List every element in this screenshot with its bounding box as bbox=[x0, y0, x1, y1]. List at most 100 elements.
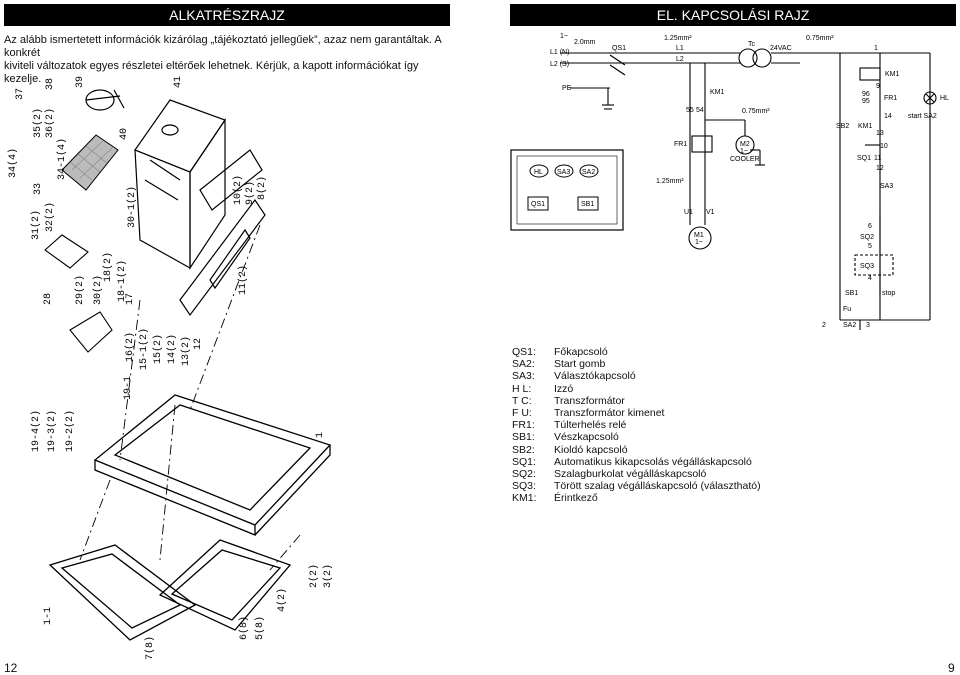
schematic-label: 13 bbox=[876, 130, 884, 137]
part-label: 14(2) bbox=[166, 334, 178, 364]
schematic-label: 54 bbox=[696, 107, 704, 114]
part-label: 41 bbox=[173, 76, 184, 88]
schematic-label: 1.25mm² bbox=[664, 35, 692, 42]
panel-sa2-label: SA2 bbox=[582, 169, 595, 176]
parts-drawing-header: ALKATRÉSZRAJZ bbox=[4, 4, 450, 26]
part-label: 29(2) bbox=[74, 275, 86, 305]
schematic-label: QS1 bbox=[612, 45, 626, 52]
legend-row: KM1:Érintkező bbox=[512, 492, 761, 504]
schematic-label: KM1 bbox=[858, 123, 873, 130]
schematic-label: 24VAC bbox=[770, 45, 792, 52]
legend-row: SQ3:Törött szalag végálláskapcsoló (vála… bbox=[512, 480, 761, 492]
panel-hl-label: HL bbox=[534, 169, 543, 176]
part-label: 15-1(2) bbox=[138, 328, 150, 370]
schematic-label: start SA2 bbox=[908, 113, 937, 120]
part-label: 39 bbox=[75, 76, 86, 88]
schematic-label: 10 bbox=[880, 143, 888, 150]
schematic-label: L2 (S) bbox=[550, 61, 569, 68]
legend-code: SA2: bbox=[512, 358, 535, 371]
schematic-label: 14 bbox=[884, 113, 892, 120]
schematic-label: M2 bbox=[740, 141, 750, 148]
part-label: 38 bbox=[45, 78, 56, 90]
part-label: 1-1 bbox=[43, 607, 54, 625]
part-label: 11(2) bbox=[237, 265, 249, 295]
part-label: 3(2) bbox=[322, 564, 334, 588]
schematic-label: Fu bbox=[843, 306, 851, 313]
part-label: 15(2) bbox=[152, 334, 164, 364]
part-label: 19-1 bbox=[123, 376, 134, 400]
legend-desc: Start gomb bbox=[554, 358, 606, 371]
part-label: 4(2) bbox=[276, 588, 288, 612]
part-label: 1 bbox=[315, 432, 326, 438]
part-label: 34(4) bbox=[7, 148, 19, 178]
legend-code: F U: bbox=[512, 407, 532, 420]
legend-row: SB2:Kioldó kapcsoló bbox=[512, 444, 761, 456]
schematic-label: 9 bbox=[876, 83, 880, 90]
schematic-label: L2 bbox=[676, 56, 684, 63]
schematic-label: 2 bbox=[822, 322, 826, 329]
legend-code: SQ1: bbox=[512, 455, 536, 468]
schematic-label: KM1 bbox=[710, 89, 725, 96]
schematic-label: FR1 bbox=[884, 95, 897, 102]
part-label: 16(2) bbox=[124, 332, 136, 362]
component-legend: QS1:Főkapcsoló SA2:Start gomb SA3:Válasz… bbox=[512, 346, 761, 505]
intro-text: Az alább ismertetett információk kizáról… bbox=[4, 34, 454, 86]
schematic-label: 1.25mm² bbox=[656, 178, 684, 185]
part-label: 35(2) bbox=[32, 108, 44, 138]
part-label: 40 bbox=[119, 128, 130, 140]
part-labels: 37 38 39 41 35(2) 36(2) 34(4) 33 34-1(4)… bbox=[7, 76, 334, 660]
legend-desc: Transzformátor bbox=[554, 394, 625, 407]
schematic-label: PE bbox=[562, 85, 572, 92]
part-label: 17 bbox=[125, 293, 136, 305]
legend-desc: Izzó bbox=[554, 382, 574, 395]
legend-desc: Túlterhelés relé bbox=[554, 419, 627, 432]
part-label: 34-1(4) bbox=[56, 138, 68, 180]
legend-row: FR1:Túlterhelés relé bbox=[512, 419, 761, 431]
part-label: 37 bbox=[15, 88, 26, 100]
schematic-label: 11 bbox=[874, 155, 881, 162]
legend-row: F U: Transzformátor kimenet bbox=[512, 407, 761, 419]
legend-desc: Transzformátor kimenet bbox=[554, 407, 665, 420]
legend-desc: Szalagburkolat végálláskapcsoló bbox=[554, 468, 707, 481]
schematic-label: SB1 bbox=[845, 290, 858, 297]
legend-row: SB1:Vészkapcsoló bbox=[512, 431, 761, 443]
stand-frame-2 bbox=[158, 539, 292, 631]
schematic-label: stop bbox=[882, 290, 895, 297]
page-number-right: 9 bbox=[948, 661, 955, 675]
schematic-label: M1 bbox=[694, 232, 704, 239]
part-label: 6(8) bbox=[238, 616, 250, 640]
schematic-label: 55 bbox=[686, 107, 694, 114]
legend-code: H L: bbox=[512, 382, 532, 395]
schematic-label: 4 bbox=[868, 275, 872, 282]
legend-row: T C: Transzformátor bbox=[512, 395, 761, 407]
schematic-label: 1~ bbox=[560, 33, 568, 40]
part-label: 33 bbox=[33, 183, 44, 195]
legend-code: QS1: bbox=[512, 346, 536, 358]
part-label: 28 bbox=[43, 293, 54, 305]
schematic-label: SA3 bbox=[880, 183, 893, 190]
intro-line-1: Az alább ismertetett információk kizáról… bbox=[4, 34, 442, 59]
part-label: 7(8) bbox=[144, 636, 156, 660]
part-label: 19-2(2) bbox=[64, 410, 76, 452]
intro-line-2: kiviteli változatok egyes részletei elté… bbox=[4, 60, 419, 85]
schematic-label: Tc bbox=[748, 41, 756, 48]
part-label: 12 bbox=[193, 338, 204, 350]
part-label: 32(2) bbox=[44, 202, 56, 232]
schematic-label: SQ2 bbox=[860, 234, 874, 241]
legend-code: T C: bbox=[512, 394, 532, 407]
legend-code: KM1: bbox=[512, 492, 537, 505]
legend-row: H L: Izzó bbox=[512, 383, 761, 395]
schematic-label: SQ1 bbox=[857, 155, 871, 162]
schematic-label: 1 bbox=[874, 45, 878, 52]
part-label: 31(2) bbox=[30, 210, 42, 240]
part-label: 13(2) bbox=[180, 336, 192, 366]
base-tray bbox=[93, 394, 332, 536]
schematic-label: U1 bbox=[684, 209, 693, 216]
legend-code: SQ3: bbox=[512, 480, 536, 493]
legend-code: SQ2: bbox=[512, 468, 536, 481]
page-number-left: 12 bbox=[4, 661, 18, 675]
schematic-label: 1~ bbox=[695, 239, 703, 246]
schematic-label: KM1 bbox=[885, 71, 900, 78]
panel-sb1-label: SB1 bbox=[581, 201, 594, 208]
